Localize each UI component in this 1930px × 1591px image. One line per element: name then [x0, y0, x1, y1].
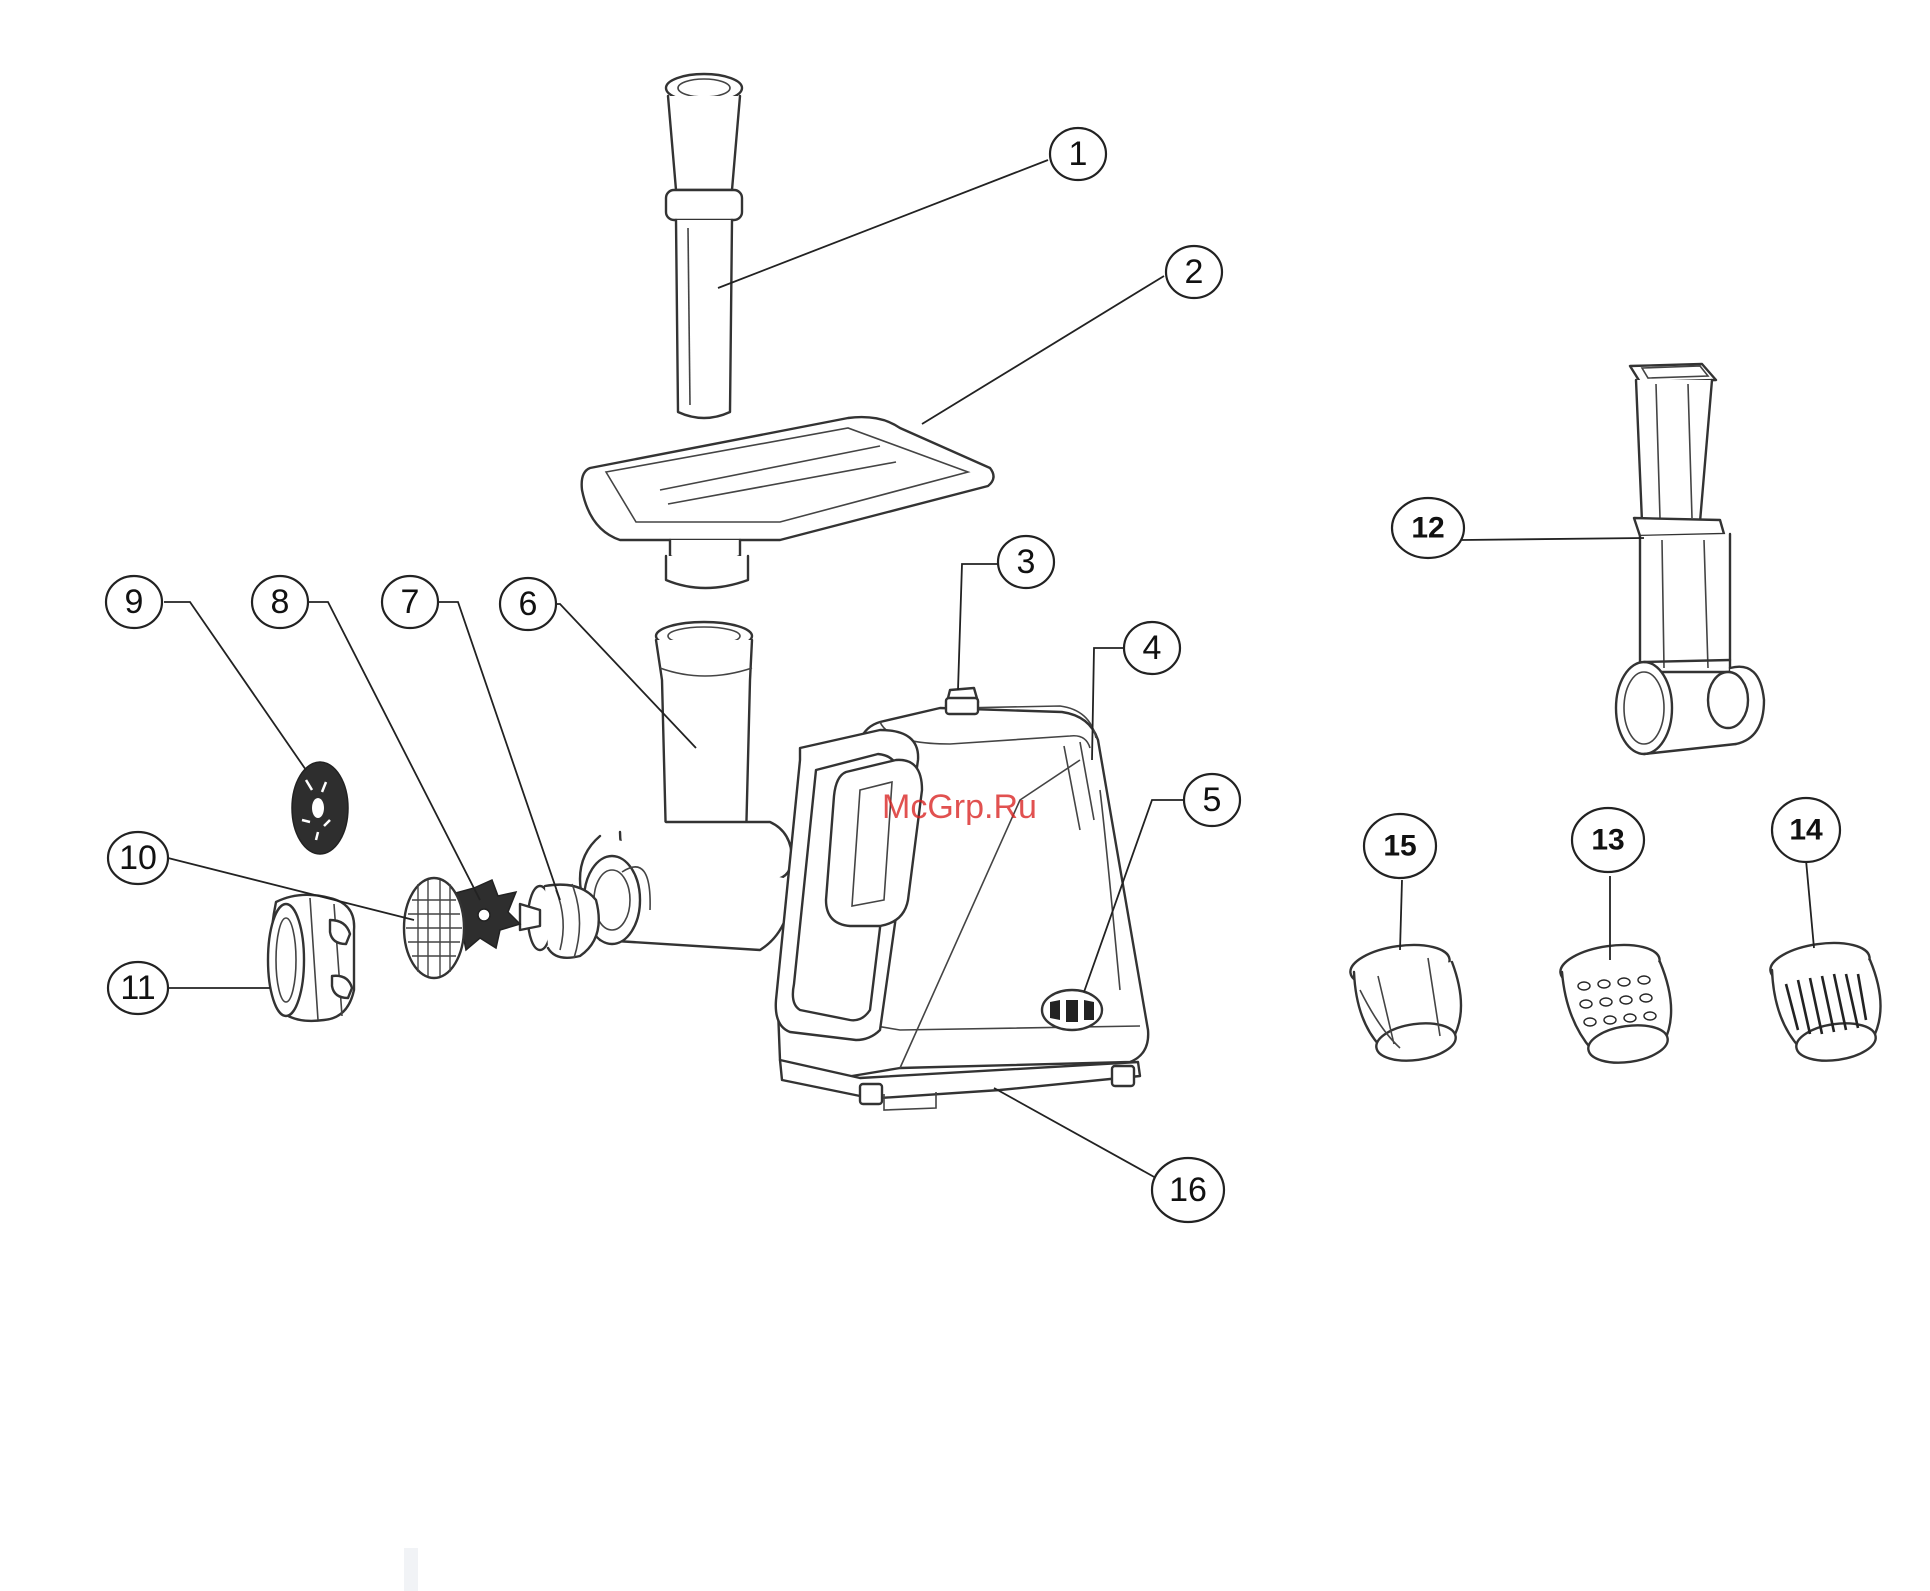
leader-7 [424, 602, 560, 900]
callout-15-label: 15 [1383, 830, 1416, 863]
drum-15-part [1348, 939, 1461, 1065]
drum-14-part [1768, 937, 1881, 1065]
callout-1-label: 1 [1069, 135, 1088, 173]
callout-10: 10 [108, 832, 168, 884]
callout-14-label: 14 [1789, 814, 1823, 847]
callout-8: 8 [252, 576, 308, 628]
callout-10-label: 10 [119, 839, 157, 877]
callout-7-label: 7 [401, 583, 420, 621]
auger-part [520, 884, 599, 958]
scan-artifact [404, 1548, 418, 1591]
callout-11: 11 [108, 962, 168, 1014]
drum-13-part [1558, 939, 1671, 1067]
callout-6-label: 6 [519, 585, 538, 623]
callout-13-label: 13 [1591, 824, 1624, 857]
plate-coarse-part [292, 762, 348, 854]
callout-1: 1 [1050, 128, 1106, 180]
leader-3 [958, 564, 998, 690]
leader-8 [302, 602, 480, 900]
leader-2 [922, 276, 1164, 424]
callout-16: 16 [1152, 1158, 1224, 1222]
leader-1 [718, 160, 1048, 288]
callout-12: 12 [1392, 498, 1464, 558]
callout-4-label: 4 [1143, 629, 1162, 667]
callout-11-label: 11 [120, 969, 155, 1007]
head-part [580, 622, 792, 950]
callout-2: 2 [1166, 246, 1222, 298]
callout-3-label: 3 [1017, 543, 1036, 581]
callout-7: 7 [382, 576, 438, 628]
callout-3: 3 [998, 536, 1054, 588]
callout-2-label: 2 [1185, 253, 1204, 291]
leader-14 [1806, 860, 1814, 948]
callout-5-label: 5 [1203, 781, 1222, 819]
slicer-housing-part [1616, 364, 1764, 754]
callout-8-label: 8 [271, 583, 290, 621]
callout-14: 14 [1772, 798, 1840, 862]
callout-9: 9 [106, 576, 162, 628]
callout-9-label: 9 [125, 583, 144, 621]
tray-part [582, 417, 994, 588]
callout-6: 6 [500, 578, 556, 630]
callout-12-label: 12 [1411, 512, 1444, 545]
plate-fine-part [404, 878, 464, 978]
callout-15: 15 [1364, 814, 1436, 878]
pusher-part [666, 74, 742, 418]
leader-12 [1462, 538, 1644, 540]
ring-nut-part [268, 895, 354, 1021]
leader-15 [1400, 880, 1402, 950]
callout-13: 13 [1572, 808, 1644, 872]
callout-16-label: 16 [1169, 1171, 1207, 1209]
callout-5: 5 [1184, 774, 1240, 826]
leader-16 [994, 1088, 1156, 1178]
watermark-text: McGrp.Ru [882, 788, 1037, 826]
callout-4: 4 [1124, 622, 1180, 674]
